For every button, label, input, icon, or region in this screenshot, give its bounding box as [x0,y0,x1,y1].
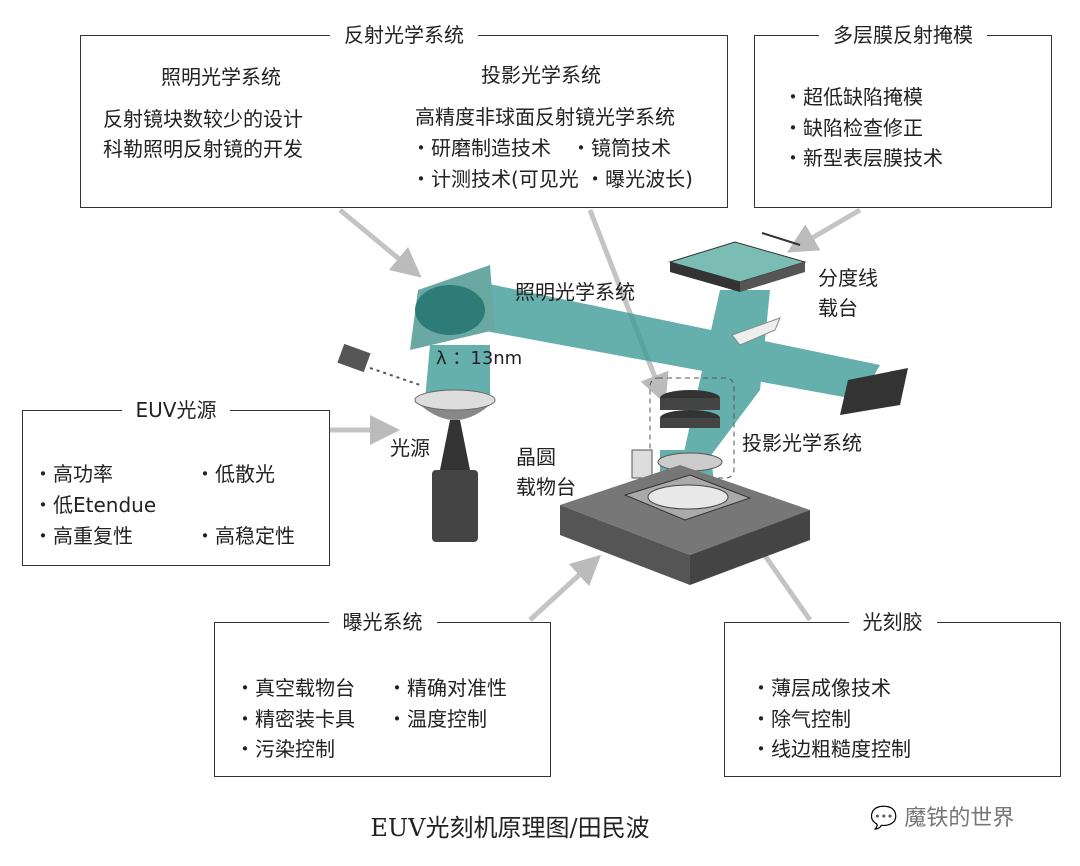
wechat-icon: 💬 [870,806,898,831]
exposure-box: 曝光系统 ・真空载物台 ・精确对准性 ・精密装卡具 ・温度控制 ・污染控制 [214,610,551,777]
list-item: ・温度控制 [387,707,487,731]
text-line: ・研磨制造技术 ・镜筒技术 [411,136,671,160]
box-title: 光刻胶 [848,610,937,634]
list-item: ・高稳定性 [195,524,295,548]
projection-title: 投影光学系统 [481,63,601,87]
box-title: 多层膜反射掩模 [819,23,987,47]
label-source: 光源 [390,436,430,460]
list-item: ・精密装卡具 [235,707,355,731]
caption: EUV光刻机原理图/田民波 [370,814,650,842]
list-item: ・低Etendue [33,493,157,517]
mirror-ellipse [415,285,485,335]
list-item: ・真空载物台 [235,676,355,700]
text-line: 科勒照明反射镜的开发 [103,137,303,161]
box-title: 曝光系统 [328,610,437,634]
list-item: ・薄层成像技术 [751,676,891,700]
box-title: 反射光学系统 [330,23,478,47]
list-item: ・线边粗糙度控制 [751,737,911,761]
box-title: EUV光源 [121,398,231,422]
label-illumination: 照明光学系统 [515,280,635,304]
list-item: ・新型表层膜技术 [783,146,943,170]
mask-box: 多层膜反射掩模 ・超低缺陷掩模 ・缺陷检查修正 ・新型表层膜技术 [754,23,1052,208]
list-item: ・高功率 [33,462,113,486]
watermark: 💬 魔铁的世界 [870,800,1014,832]
list-item: ・精确对准性 [387,676,507,700]
list-item: ・缺陷检查修正 [783,116,923,140]
label-wafer: 晶圆 [516,445,556,469]
text-line: ・计测技术(可见光 ・曝光波长) [411,167,693,191]
illumination-title: 照明光学系统 [161,65,281,89]
fold-mirror [840,368,908,415]
laser-icon [337,343,371,373]
resist-box: 光刻胶 ・薄层成像技术 ・除气控制 ・线边粗糙度控制 [724,610,1061,777]
list-item: ・污染控制 [235,737,335,761]
watermark-text: 魔铁的世界 [904,806,1015,831]
text-line: 反射镜块数较少的设计 [103,107,303,131]
plasma-source [432,470,478,542]
text-line: 高精度非球面反射镜光学系统 [415,105,675,129]
label-reticle-stage: 载台 [818,296,858,320]
list-item: ・超低缺陷掩模 [783,85,923,109]
label-wafer-stage: 载物台 [516,475,576,499]
list-item: ・低散光 [195,462,275,486]
euv-source-box: EUV光源 ・高功率 ・低散光 ・低Etendue ・高重复性 ・高稳定性 [22,398,330,566]
label-wavelength: λ ：13nm [436,348,523,369]
list-item: ・除气控制 [751,707,851,731]
label-reticle: 分度线 [818,266,878,290]
reflective-optics-box: 反射光学系统 照明光学系统 反射镜块数较少的设计 科勒照明反射镜的开发 投影光学… [80,23,728,208]
list-item: ・高重复性 [33,524,133,548]
label-projection: 投影光学系统 [742,431,862,455]
